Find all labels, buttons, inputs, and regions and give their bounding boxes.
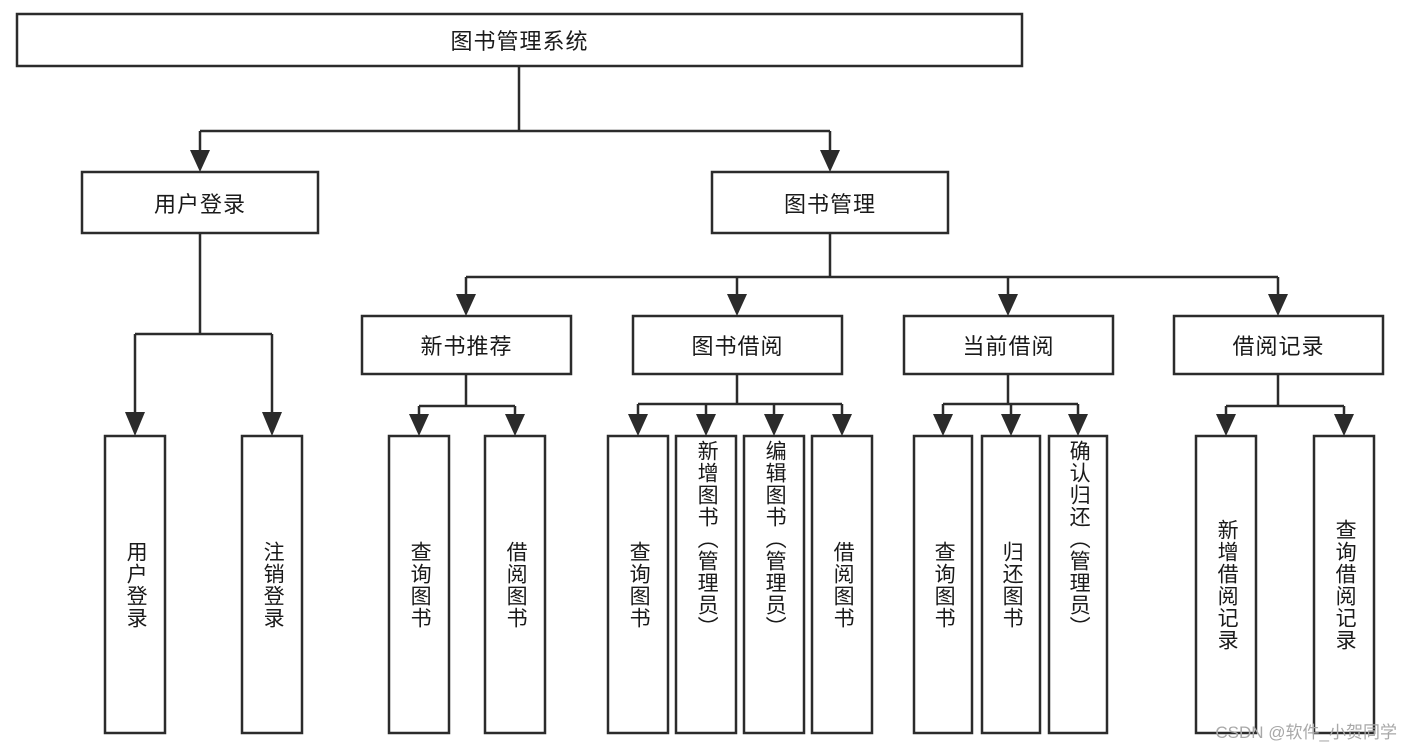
node-box-leaf-return-book[interactable] bbox=[980, 434, 1042, 735]
arrow-head-leaf-logout-login bbox=[262, 412, 282, 436]
node-box-leaf-add-record[interactable] bbox=[1194, 434, 1258, 735]
connector-book-management-to-level2 bbox=[456, 233, 1288, 316]
arrow-head-leaf-user-login bbox=[125, 412, 145, 436]
node-box-leaf-add-book[interactable] bbox=[674, 434, 738, 735]
node-box-leaf-logout-login[interactable] bbox=[240, 434, 304, 735]
node-box-leaf-edit-book[interactable] bbox=[742, 434, 806, 735]
node-box-leaf-query-book-3[interactable] bbox=[912, 434, 974, 735]
arrow-head-leaf-add-book bbox=[696, 414, 716, 436]
arrow-head-book-borrow bbox=[727, 294, 747, 316]
arrow-head-book-management bbox=[820, 150, 840, 172]
node-box-book-management[interactable] bbox=[710, 170, 950, 235]
arrow-head-leaf-add-record bbox=[1216, 414, 1236, 436]
arrow-head-current-borrow bbox=[998, 294, 1018, 316]
arrow-head-leaf-return-book bbox=[1001, 414, 1021, 436]
arrow-head-leaf-edit-book bbox=[764, 414, 784, 436]
arrow-head-user-login bbox=[190, 150, 210, 172]
arrow-head-leaf-borrow-book-2 bbox=[832, 414, 852, 436]
node-box-leaf-query-book-2[interactable] bbox=[606, 434, 670, 735]
connector-new-book-recommend-to-leaves bbox=[409, 374, 525, 436]
node-box-current-borrow[interactable] bbox=[902, 314, 1115, 376]
node-box-leaf-confirm-return[interactable] bbox=[1047, 434, 1109, 735]
arrow-head-leaf-query-book-3 bbox=[933, 414, 953, 436]
connector-user-login-to-leaves bbox=[125, 233, 282, 436]
arrow-head-leaf-query-record bbox=[1334, 414, 1354, 436]
connector-root-to-level1 bbox=[190, 66, 840, 172]
node-box-leaf-borrow-book-2[interactable] bbox=[810, 434, 874, 735]
arrow-head-borrow-record bbox=[1268, 294, 1288, 316]
node-box-leaf-query-record[interactable] bbox=[1312, 434, 1376, 735]
connector-borrow-record-to-leaves bbox=[1216, 374, 1354, 436]
arrow-head-new-book-recommend bbox=[456, 294, 476, 316]
node-box-root[interactable] bbox=[15, 12, 1024, 68]
connector-book-borrow-to-leaves bbox=[628, 374, 852, 436]
node-box-borrow-record[interactable] bbox=[1172, 314, 1385, 376]
arrow-head-leaf-borrow-book-1 bbox=[505, 414, 525, 436]
arrow-head-leaf-query-book-2 bbox=[628, 414, 648, 436]
connector-current-borrow-to-leaves bbox=[933, 374, 1088, 436]
node-box-user-login[interactable] bbox=[80, 170, 320, 235]
arrow-head-leaf-confirm-return bbox=[1068, 414, 1088, 436]
arrow-head-leaf-query-book-1 bbox=[409, 414, 429, 436]
node-box-leaf-borrow-book-1[interactable] bbox=[483, 434, 547, 735]
node-box-leaf-query-book-1[interactable] bbox=[387, 434, 451, 735]
node-box-book-borrow[interactable] bbox=[631, 314, 844, 376]
node-box-new-book-recommend[interactable] bbox=[360, 314, 573, 376]
node-box-leaf-user-login[interactable] bbox=[103, 434, 167, 735]
